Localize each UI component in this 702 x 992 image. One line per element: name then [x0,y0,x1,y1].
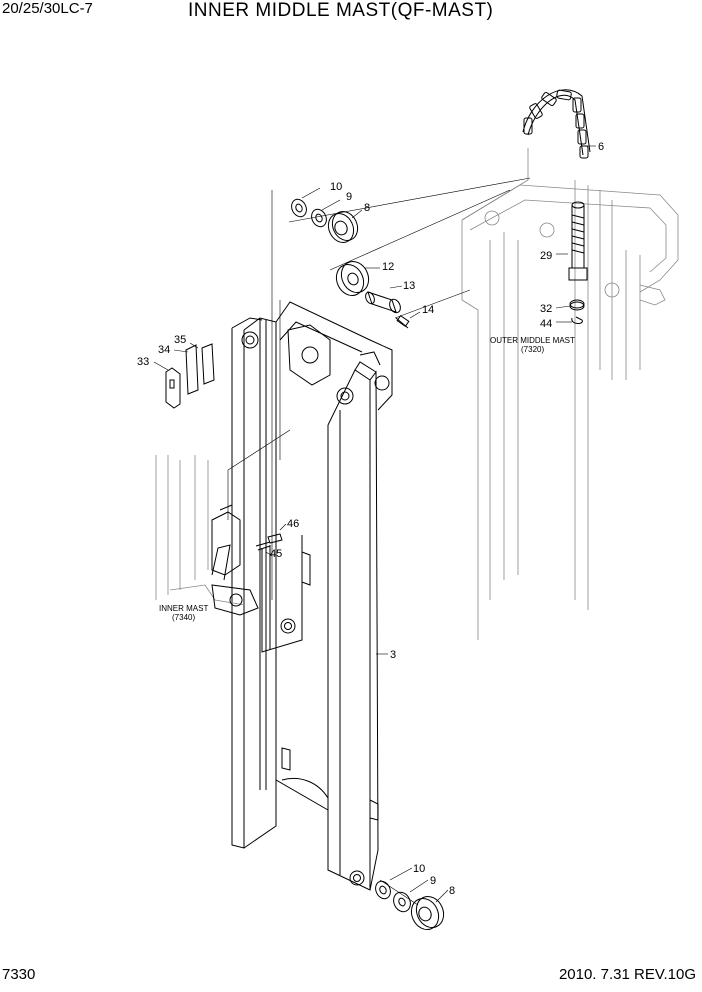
leader-lines [153,145,596,903]
part-label-35: 35 [174,334,186,346]
sheave-assembly [335,260,410,329]
part-label-13: 13 [403,280,415,292]
outer-middle-mast-code: (7320) [521,345,544,354]
lower-roller-set [375,880,445,931]
anchor-bolt-part [568,201,588,281]
assembly-lines [227,177,531,906]
outer-middle-mast-label: OUTER MIDDLE MAST [490,336,575,345]
part-label-44: 44 [540,318,552,330]
part-label-14: 14 [422,304,434,316]
nut-and-pin-parts [569,299,585,324]
part-label-9-bottom: 9 [430,875,436,887]
inner-mast-drawing [155,455,246,606]
part-label-6: 6 [598,141,604,153]
chain-part [522,89,591,159]
part-label-12: 12 [382,261,394,273]
part-label-8-top: 8 [364,202,370,214]
part-label-8-bottom: 8 [449,885,455,897]
inner-mast-bracket [211,504,311,653]
part-label-3: 3 [390,649,396,661]
inner-mast-code: (7340) [172,613,195,622]
part-label-10-bottom: 10 [413,863,425,875]
revision-date: 2010. 7.31 REV.10G [558,966,696,983]
part-label-45: 45 [270,548,282,560]
part-label-29: 29 [540,250,552,262]
inner-mast-label: INNER MAST [159,604,208,613]
part-label-10-top: 10 [330,181,342,193]
outer-middle-mast-drawing [461,148,679,640]
plate-parts [165,343,215,409]
page-title: INNER MIDDLE MAST(QF-MAST) [188,0,494,21]
upper-roller-set [291,198,359,244]
part-label-32: 32 [540,303,552,315]
part-label-34: 34 [158,344,170,356]
part-label-46: 46 [287,518,299,530]
pin-parts [255,533,283,551]
part-label-9-top: 9 [346,191,352,203]
page-number: 7330 [2,966,36,983]
model-code: 20/25/30LC-7 [2,0,93,17]
inner-middle-mast-frame [231,301,393,891]
part-label-33: 33 [137,356,149,368]
